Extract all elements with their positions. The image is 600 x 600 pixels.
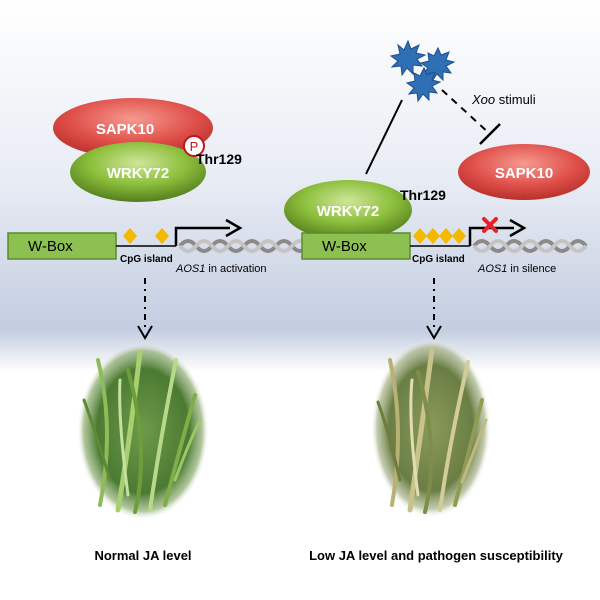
left-sapk10-label: SAPK10: [96, 121, 154, 138]
right-sapk10-label: SAPK10: [495, 165, 553, 182]
left-sapk10-protein: [53, 98, 213, 158]
right-wrky72-protein: [284, 180, 412, 240]
xoo-inhibits-sapk-line: [441, 89, 491, 135]
left-transcription-arrowhead: [225, 218, 243, 238]
phospho-symbol: P: [190, 139, 199, 154]
right-transcription-arrowhead: [509, 218, 527, 238]
right-cpg-diamond: [413, 228, 427, 244]
phospho-icon: [183, 135, 205, 157]
right-downstream-arrowhead: [426, 325, 442, 340]
left-transcription-arrow: [174, 226, 230, 246]
left-cpg-diamond: [155, 228, 169, 244]
xoo-stimuli-label: Xoo stimuli: [471, 92, 536, 107]
right-panel: Xoo stimuli SAPK10 WRKY72 Thr129 W-Box C…: [284, 39, 590, 563]
right-gene-label: AOS1 in silence: [477, 263, 556, 275]
xoo-pathogen-icon: [389, 39, 456, 103]
right-cpg-diamond: [426, 228, 440, 244]
right-transcription-arrow: [468, 226, 514, 246]
right-dna-helix: [472, 239, 588, 253]
right-caption: Low JA level and pathogen susceptibility: [309, 548, 564, 563]
left-cpg-diamond: [123, 228, 137, 244]
right-wbox-label: W-Box: [322, 238, 367, 255]
left-wrky72-label: WRKY72: [107, 165, 170, 182]
left-thr129-label: Thr129: [196, 151, 242, 167]
left-downstream-arrowhead: [137, 325, 153, 340]
left-rice-plant-image: [77, 342, 209, 520]
left-cpg-label: CpG island: [120, 254, 173, 265]
left-dna-helix: [178, 239, 310, 253]
left-wbox-label: W-Box: [28, 238, 73, 255]
right-cpg-diamond: [452, 228, 466, 244]
right-sapk10-protein: [458, 144, 590, 200]
right-wbox: [301, 232, 411, 260]
right-cpg-label: CpG island: [412, 254, 465, 265]
left-wbox: [7, 232, 117, 260]
right-cpg-diamond: [439, 228, 453, 244]
left-panel: SAPK10 WRKY72 P Thr129 W-Box CpG island …: [7, 98, 310, 563]
left-caption: Normal JA level: [94, 548, 191, 563]
right-thr129-label: Thr129: [400, 187, 446, 203]
right-rice-plant-image: [371, 338, 491, 518]
left-gene-label: AOS1 in activation: [175, 263, 267, 275]
xoo-to-wrky-line: [365, 99, 403, 175]
inhibition-bar: [479, 123, 501, 145]
right-wrky72-label: WRKY72: [317, 203, 380, 220]
transcription-blocked-icon: [482, 217, 498, 233]
left-wrky72-protein: [70, 142, 206, 202]
